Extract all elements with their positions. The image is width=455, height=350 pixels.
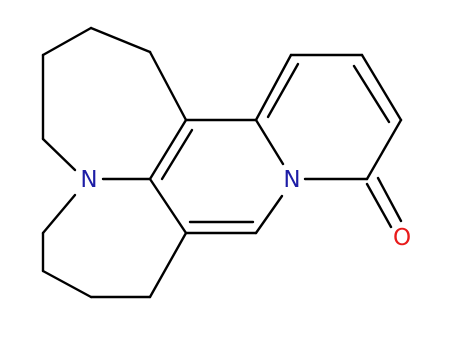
bond <box>41 193 77 235</box>
bond <box>148 177 188 235</box>
bond <box>160 128 194 181</box>
bond <box>254 194 284 235</box>
bond <box>365 182 393 229</box>
bond <box>89 26 152 54</box>
bond <box>148 50 188 122</box>
bond <box>148 231 188 299</box>
oxygen-atom-label: O <box>393 225 411 251</box>
bond <box>254 53 293 122</box>
bond <box>148 118 188 181</box>
bond <box>41 26 93 57</box>
bond <box>41 137 77 172</box>
bond <box>254 118 285 166</box>
bond <box>376 176 403 223</box>
bond <box>266 62 300 119</box>
nitrogen-atom-label: N <box>283 167 300 193</box>
nitrogen-atom-label: N <box>80 167 97 193</box>
bond <box>365 118 403 181</box>
bond <box>41 269 93 299</box>
bond <box>352 64 391 124</box>
bond <box>360 53 403 122</box>
